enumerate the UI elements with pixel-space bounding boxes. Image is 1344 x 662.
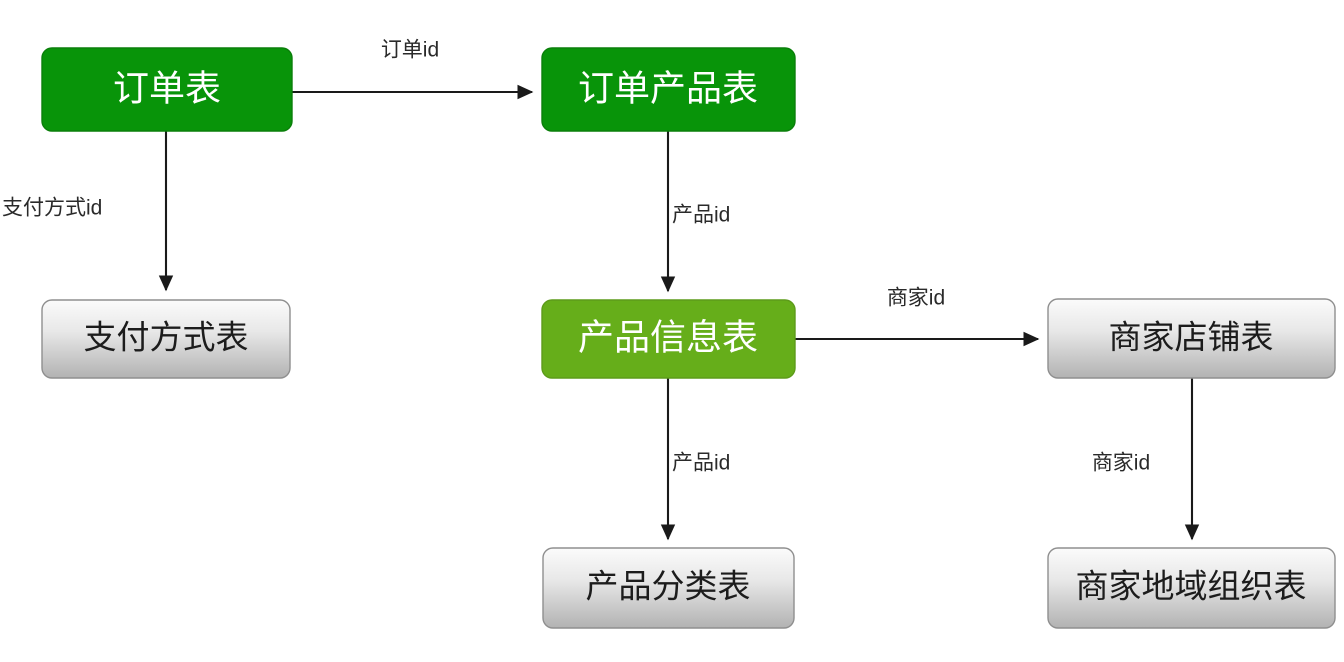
edge-product-info-to-product-category: 产品id xyxy=(660,378,730,541)
edge-group: 订单id 支付方式id 产品id 商家id 产品id 商家id xyxy=(2,39,1200,541)
node-label-order-table: 订单表 xyxy=(113,68,221,109)
node-order-product-table[interactable]: 订单产品表 xyxy=(541,47,796,132)
node-label-product-category-table: 产品分类表 xyxy=(586,568,751,605)
node-product-category-table[interactable]: 产品分类表 xyxy=(542,547,795,629)
edge-merchant-shop-to-merchant-region-org: 商家id xyxy=(1092,378,1200,541)
edge-order-to-order-product: 订单id xyxy=(292,39,534,100)
node-label-product-info-table: 产品信息表 xyxy=(578,317,758,358)
node-shape-merchant-shop-table[interactable] xyxy=(1047,298,1336,379)
edge-product-info-to-merchant-shop: 商家id xyxy=(795,287,1040,347)
edge-order-to-payment-method: 支付方式id xyxy=(2,131,174,292)
edge-label-product-id-upper: 产品id xyxy=(672,204,730,227)
node-group: 订单表 订单产品表 支付方式表 产品信息表 商家店铺表 产品分类表 xyxy=(41,47,1336,629)
node-shape-payment-method-table[interactable] xyxy=(41,299,291,379)
edge-order-product-to-product-info: 产品id xyxy=(660,131,730,293)
node-label-merchant-shop-table: 商家店铺表 xyxy=(1109,319,1274,356)
edge-label-order-id-top: 订单id xyxy=(381,39,439,62)
node-shape-merchant-region-org-table[interactable] xyxy=(1047,547,1336,629)
node-label-merchant-region-org-table: 商家地域组织表 xyxy=(1076,568,1307,605)
edge-label-merchant-id-vertical: 商家id xyxy=(1092,452,1150,475)
node-shape-product-info-table[interactable] xyxy=(541,299,796,379)
edge-label-product-id-lower: 产品id xyxy=(672,452,730,475)
node-order-table[interactable]: 订单表 xyxy=(41,47,293,132)
node-merchant-region-org-table[interactable]: 商家地域组织表 xyxy=(1047,547,1336,629)
edge-label-payment-method-id: 支付方式id xyxy=(2,197,102,220)
node-payment-method-table[interactable]: 支付方式表 xyxy=(41,299,291,379)
node-shape-product-category-table[interactable] xyxy=(542,547,795,629)
node-label-payment-method-table: 支付方式表 xyxy=(84,319,249,356)
node-merchant-shop-table[interactable]: 商家店铺表 xyxy=(1047,298,1336,379)
node-shape-order-table[interactable] xyxy=(41,47,293,132)
node-product-info-table[interactable]: 产品信息表 xyxy=(541,299,796,379)
node-shape-order-product-table[interactable] xyxy=(541,47,796,132)
edge-label-merchant-id-horizontal: 商家id xyxy=(887,287,945,310)
node-label-order-product-table: 订单产品表 xyxy=(578,68,758,109)
